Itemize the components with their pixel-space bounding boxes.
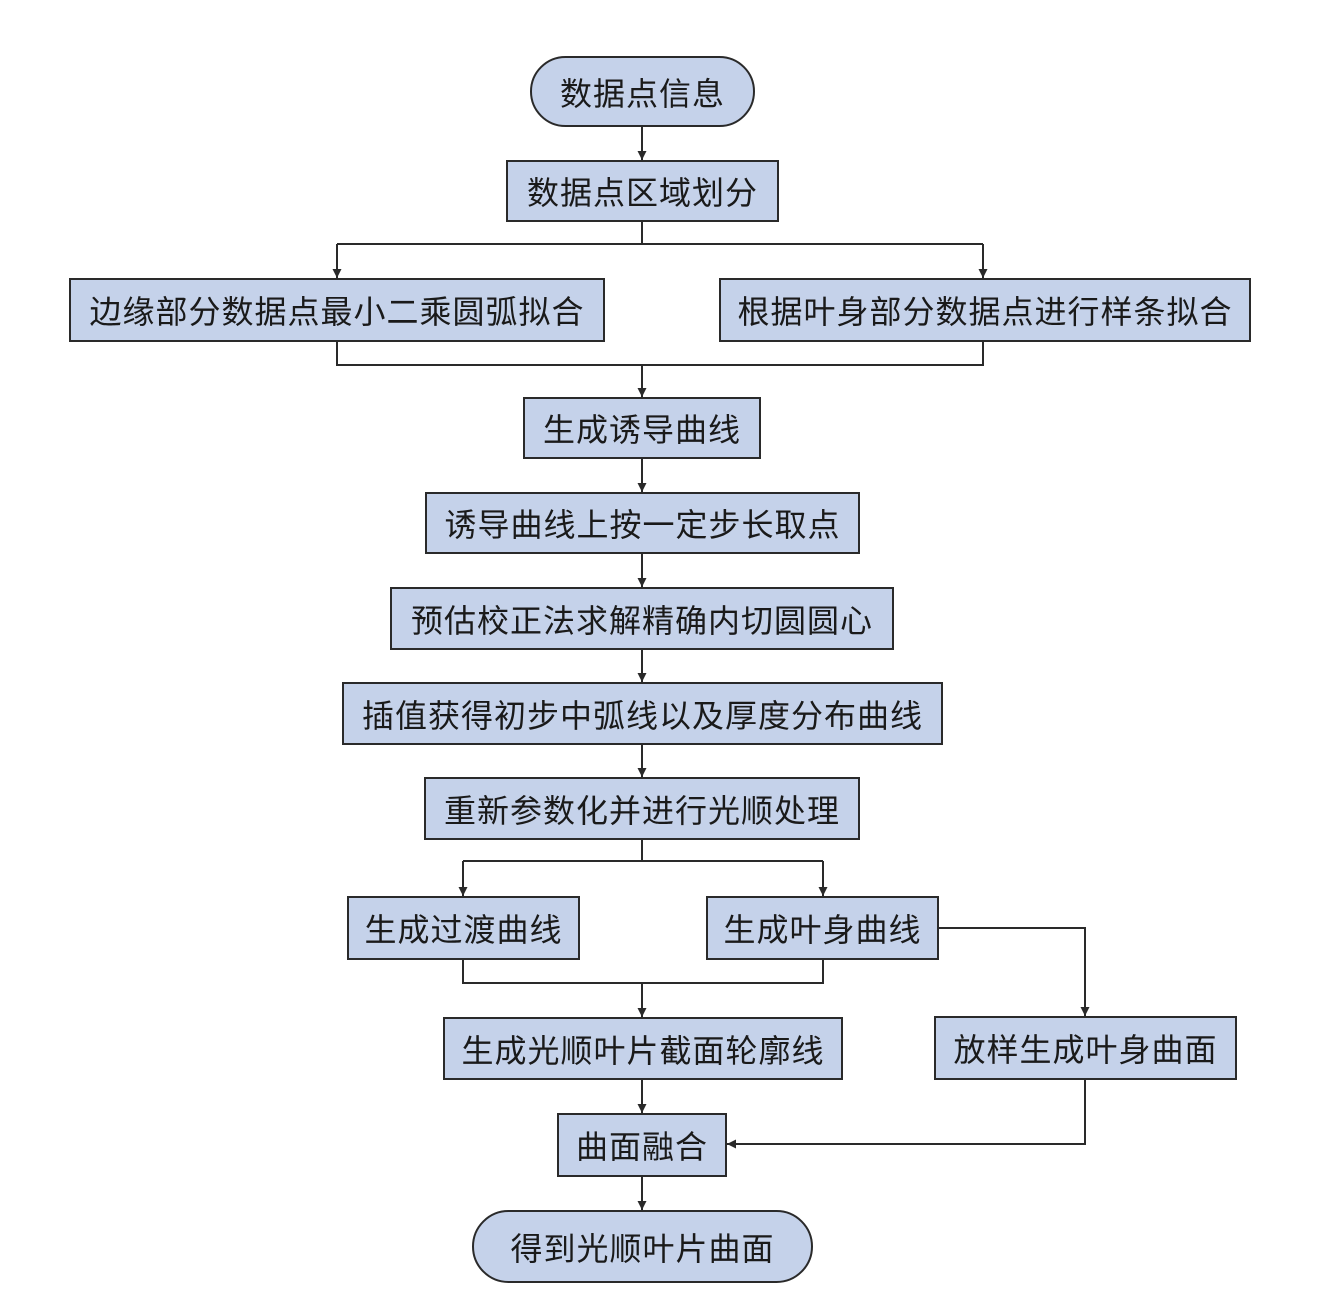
node-guide-curve: 生成诱导曲线 — [523, 397, 761, 459]
connector-curve-merge — [462, 960, 824, 984]
connector-fit-merge — [336, 342, 984, 366]
arrow-to-lofting — [939, 927, 1090, 1016]
node-body-fit: 根据叶身部分数据点进行样条拟合 — [719, 278, 1251, 342]
node-end: 得到光顺叶片曲面 — [472, 1210, 813, 1283]
node-surface-merge: 曲面融合 — [557, 1113, 727, 1177]
connector-partition-split — [337, 222, 983, 245]
node-interpolate: 插值获得初步中弧线以及厚度分布曲线 — [342, 682, 943, 745]
arrow-lofting-to-merge — [727, 1080, 1086, 1149]
node-transition-curve: 生成过渡曲线 — [347, 896, 580, 960]
node-sample-points: 诱导曲线上按一定步长取点 — [425, 492, 860, 554]
node-start: 数据点信息 — [530, 56, 755, 127]
connector-reparam-split — [463, 840, 823, 862]
node-edge-fit: 边缘部分数据点最小二乘圆弧拟合 — [69, 278, 605, 342]
node-section-profile: 生成光顺叶片截面轮廓线 — [443, 1017, 843, 1080]
node-body-curve: 生成叶身曲线 — [706, 896, 939, 960]
node-partition: 数据点区域划分 — [506, 160, 779, 222]
node-reparam: 重新参数化并进行光顺处理 — [424, 777, 860, 840]
node-lofting: 放样生成叶身曲面 — [934, 1016, 1237, 1080]
node-circle-centers: 预估校正法求解精确内切圆圆心 — [390, 587, 894, 650]
